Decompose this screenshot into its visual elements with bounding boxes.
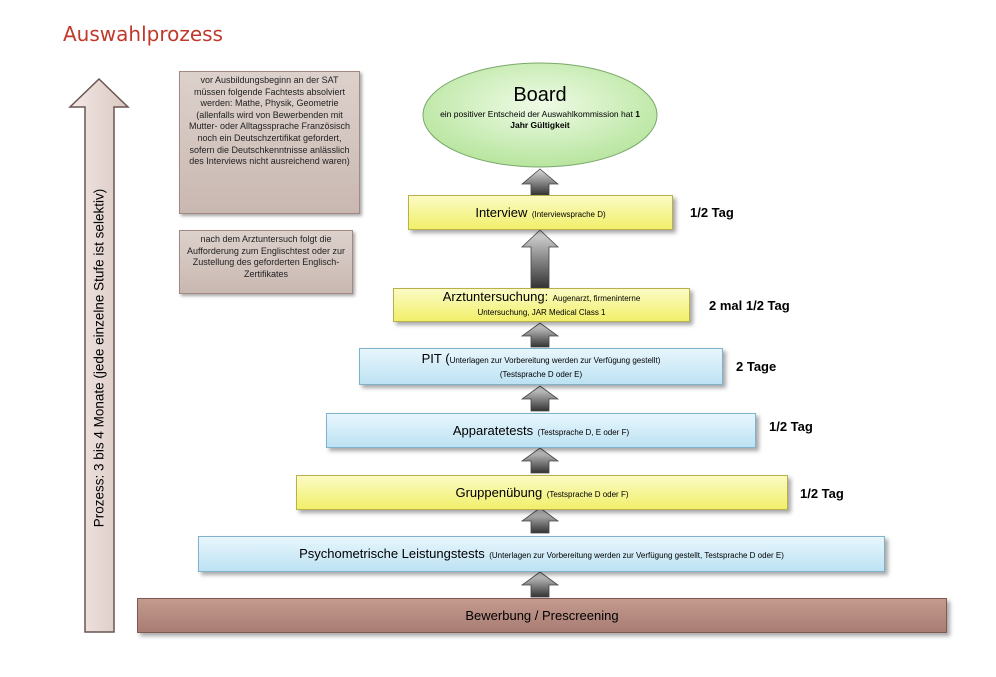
stage-interview: Interview (Interviewsprache D) <box>408 195 673 230</box>
stage-pit-duration: 2 Tage <box>736 359 777 374</box>
up-arrow-icon <box>521 507 559 534</box>
stage-arzt-title: Arztuntersuchung: <box>442 289 549 304</box>
stage-apparate-title: Apparatetests <box>452 422 534 438</box>
board-title: Board <box>513 84 567 106</box>
stage-arzt-duration: 2 mal 1/2 Tag <box>709 298 790 313</box>
up-arrow-icon <box>521 229 559 289</box>
stage-pit-detail: Unterlagen zur Vorbereitung werden zur V… <box>449 355 661 365</box>
stage-gruppe-detail: (Testsprache D oder F) <box>546 489 629 499</box>
stage-psycho-detail: (Unterlagen zur Vorbereitung werden zur … <box>489 551 784 560</box>
up-arrow-icon <box>521 168 559 196</box>
up-arrow-icon <box>521 447 559 474</box>
stage-interview-duration: 1/2 Tag <box>690 205 734 220</box>
stage-arztuntersuchung: Arztuntersuchung: Augenarzt, firmeninter… <box>393 288 690 322</box>
board-validity: 1 Jahr Gültigkeit <box>510 109 640 130</box>
stage-psycho-title: Psychometrische Leistungstests <box>299 546 485 561</box>
up-arrow-icon <box>521 571 559 598</box>
stage-pit: PIT (Unterlagen zur Vorbereitung werden … <box>359 348 723 385</box>
stage-interview-title: Interview <box>475 204 528 220</box>
note-englischtest: nach dem Arztuntersuch folgt die Aufford… <box>179 230 353 294</box>
stage-apparate-detail: (Testsprache D, E oder F) <box>537 427 630 437</box>
board: Board ein positiver Entscheid der Auswah… <box>440 84 640 131</box>
up-arrow-icon <box>521 322 559 348</box>
side-arrow-label: Prozess: 3 bis 4 Monate (jede einzelne S… <box>91 188 107 528</box>
process-duration-arrow <box>68 77 130 633</box>
board-text: ein positiver Entscheid der Auswahlkommi… <box>440 109 633 119</box>
board-ellipse-shape <box>422 62 658 168</box>
stage-bewerbung-prescreening: Bewerbung / Prescreening <box>137 598 947 633</box>
stage-gruppe-title: Gruppenübung <box>455 484 543 500</box>
stage-bewerbung-title: Bewerbung / Prescreening <box>465 608 619 623</box>
note-fachtests: vor Ausbildungsbeginn an der SAT müssen … <box>179 71 360 214</box>
page-title: Auswahlprozess <box>63 22 223 46</box>
stage-gruppe-duration: 1/2 Tag <box>800 486 844 501</box>
stage-arzt-detail: Augenarzt, firmeninterne <box>552 294 641 303</box>
stage-apparate-duration: 1/2 Tag <box>769 419 813 434</box>
stage-interview-detail: (Interviewsprache D) <box>531 209 606 219</box>
stage-gruppenuebung: Gruppenübung (Testsprache D oder F) <box>296 475 788 510</box>
stage-pit-title: PIT ( <box>421 350 450 366</box>
stage-arzt-detail-2: Untersuchung, JAR Medical Class 1 <box>477 308 606 317</box>
up-arrow-icon <box>521 385 559 412</box>
stage-apparatetests: Apparatetests (Testsprache D, E oder F) <box>326 413 756 448</box>
stage-pit-detail-2: (Testsprache D oder E) <box>499 369 583 379</box>
stage-psychometrische-leistungstests: Psychometrische Leistungstests (Unterlag… <box>198 536 885 572</box>
